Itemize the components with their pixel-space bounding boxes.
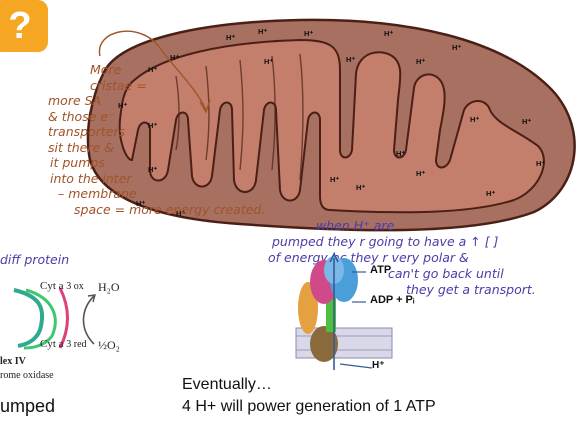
- h2o-label: H₂O: [98, 280, 120, 294]
- inner-membrane: [118, 38, 545, 214]
- proton-label: H⁺: [148, 121, 157, 130]
- note-line: transporters: [48, 124, 126, 139]
- proton-label: H⁺: [486, 189, 495, 198]
- oxidase-label: rome oxidase: [0, 370, 54, 381]
- cyt-a3-ox-label: Cyt a 3 ox: [40, 280, 84, 292]
- proton-label: H⁺: [258, 27, 267, 36]
- atp-synthase-hplus-label: H⁺: [372, 360, 385, 371]
- note-line: & those e⁻: [48, 108, 115, 124]
- proton-label: H⁺: [226, 33, 235, 42]
- cut-off-text: umped: [0, 396, 56, 416]
- proton-label: H⁺: [536, 159, 545, 168]
- complex-iv-label: lex IV: [0, 356, 26, 367]
- note-line: pumped they r going to have a ↑ [ ]: [272, 234, 499, 249]
- proton-label: H⁺: [470, 115, 479, 124]
- proton-label: H⁺: [136, 199, 145, 208]
- note-line: space = more energy created.: [74, 201, 266, 217]
- proton-label: H⁺: [452, 43, 461, 52]
- note-line: – membrane: [58, 186, 137, 201]
- caption-line-1: Eventually…: [182, 376, 272, 393]
- o2-arrow: [82, 295, 95, 345]
- proton-flow-arrow-head: [329, 252, 339, 263]
- note-line: when H⁺ are: [316, 218, 395, 233]
- proton-label: H⁺: [148, 165, 157, 174]
- caption: Eventually… 4 H+ will power generation o…: [182, 374, 436, 418]
- note-line: they get a transport.: [406, 282, 536, 297]
- cyt-label: Cyt a: [40, 280, 64, 292]
- cyt-arrow-green: [23, 288, 57, 350]
- question-mark-icon: ?: [8, 5, 32, 47]
- proton-label: H⁺: [264, 57, 273, 66]
- cyt-label: Cyt a: [40, 338, 64, 350]
- note-line: into the inter: [50, 170, 132, 186]
- proton-label: H⁺: [356, 183, 365, 192]
- atp-synthase-diagram: [295, 252, 393, 370]
- cyt-arrow-pink: [58, 287, 69, 349]
- cristae-detail: [175, 53, 304, 181]
- diff-protein-note: diff protein: [0, 252, 70, 267]
- proton-label: H⁺: [416, 57, 425, 66]
- note-line: More: [90, 62, 122, 77]
- proton-label: H⁺: [330, 175, 339, 184]
- handwritten-note-cristae: More cristae = more SA & those e⁻ transp…: [30, 62, 266, 217]
- note-line: sit there &: [48, 139, 114, 155]
- proton-label: H⁺: [396, 149, 405, 158]
- note-line: can't go back until: [388, 266, 504, 281]
- note-arrow-head: [199, 99, 211, 114]
- proton-labels: H⁺ H⁺ H⁺ H⁺ H⁺ H⁺ H⁺ H⁺ H⁺ H⁺ H⁺ H⁺ H⁺ H…: [118, 27, 545, 218]
- proton-label: H⁺: [176, 209, 185, 218]
- proton-label: H⁺: [170, 53, 179, 62]
- note-line: of energy bc they r very polar &: [268, 250, 469, 265]
- complex-iv-figure: [13, 287, 96, 350]
- question-badge: ?: [0, 0, 48, 52]
- o2-arrow-head: [87, 294, 96, 303]
- hplus-arrow: [339, 363, 373, 369]
- proton-label: H⁺: [118, 101, 127, 110]
- note-arrow: [98, 30, 207, 111]
- c-ring: [310, 326, 338, 362]
- cyt-subscript: 3 ox: [66, 281, 84, 292]
- caption-line-2: 4 H+ will power generation of 1 ATP: [182, 398, 436, 415]
- proton-label: H⁺: [384, 29, 393, 38]
- proton-label: H⁺: [346, 55, 355, 64]
- stalk: [326, 296, 336, 332]
- proton-label: H⁺: [522, 117, 531, 126]
- proton-label: H⁺: [416, 169, 425, 178]
- note-line: cristae =: [90, 77, 147, 93]
- cyt-a3-red-label: Cyt a 3 red: [40, 338, 87, 350]
- o2-label: ½O₂: [98, 338, 120, 352]
- handwritten-note-protons: when H⁺ are pumped they r going to have …: [268, 218, 584, 298]
- cyt-subscript: 3 red: [66, 339, 87, 350]
- adp-pi-label: ADP + Pᵢ: [370, 294, 415, 306]
- atp-label: ATP: [370, 264, 392, 276]
- note-line: more SA: [48, 93, 102, 108]
- note-line: it pumps: [50, 155, 105, 170]
- cyt-arrow-teal: [13, 288, 45, 348]
- proton-label: H⁺: [304, 29, 313, 38]
- proton-label: H⁺: [148, 65, 157, 74]
